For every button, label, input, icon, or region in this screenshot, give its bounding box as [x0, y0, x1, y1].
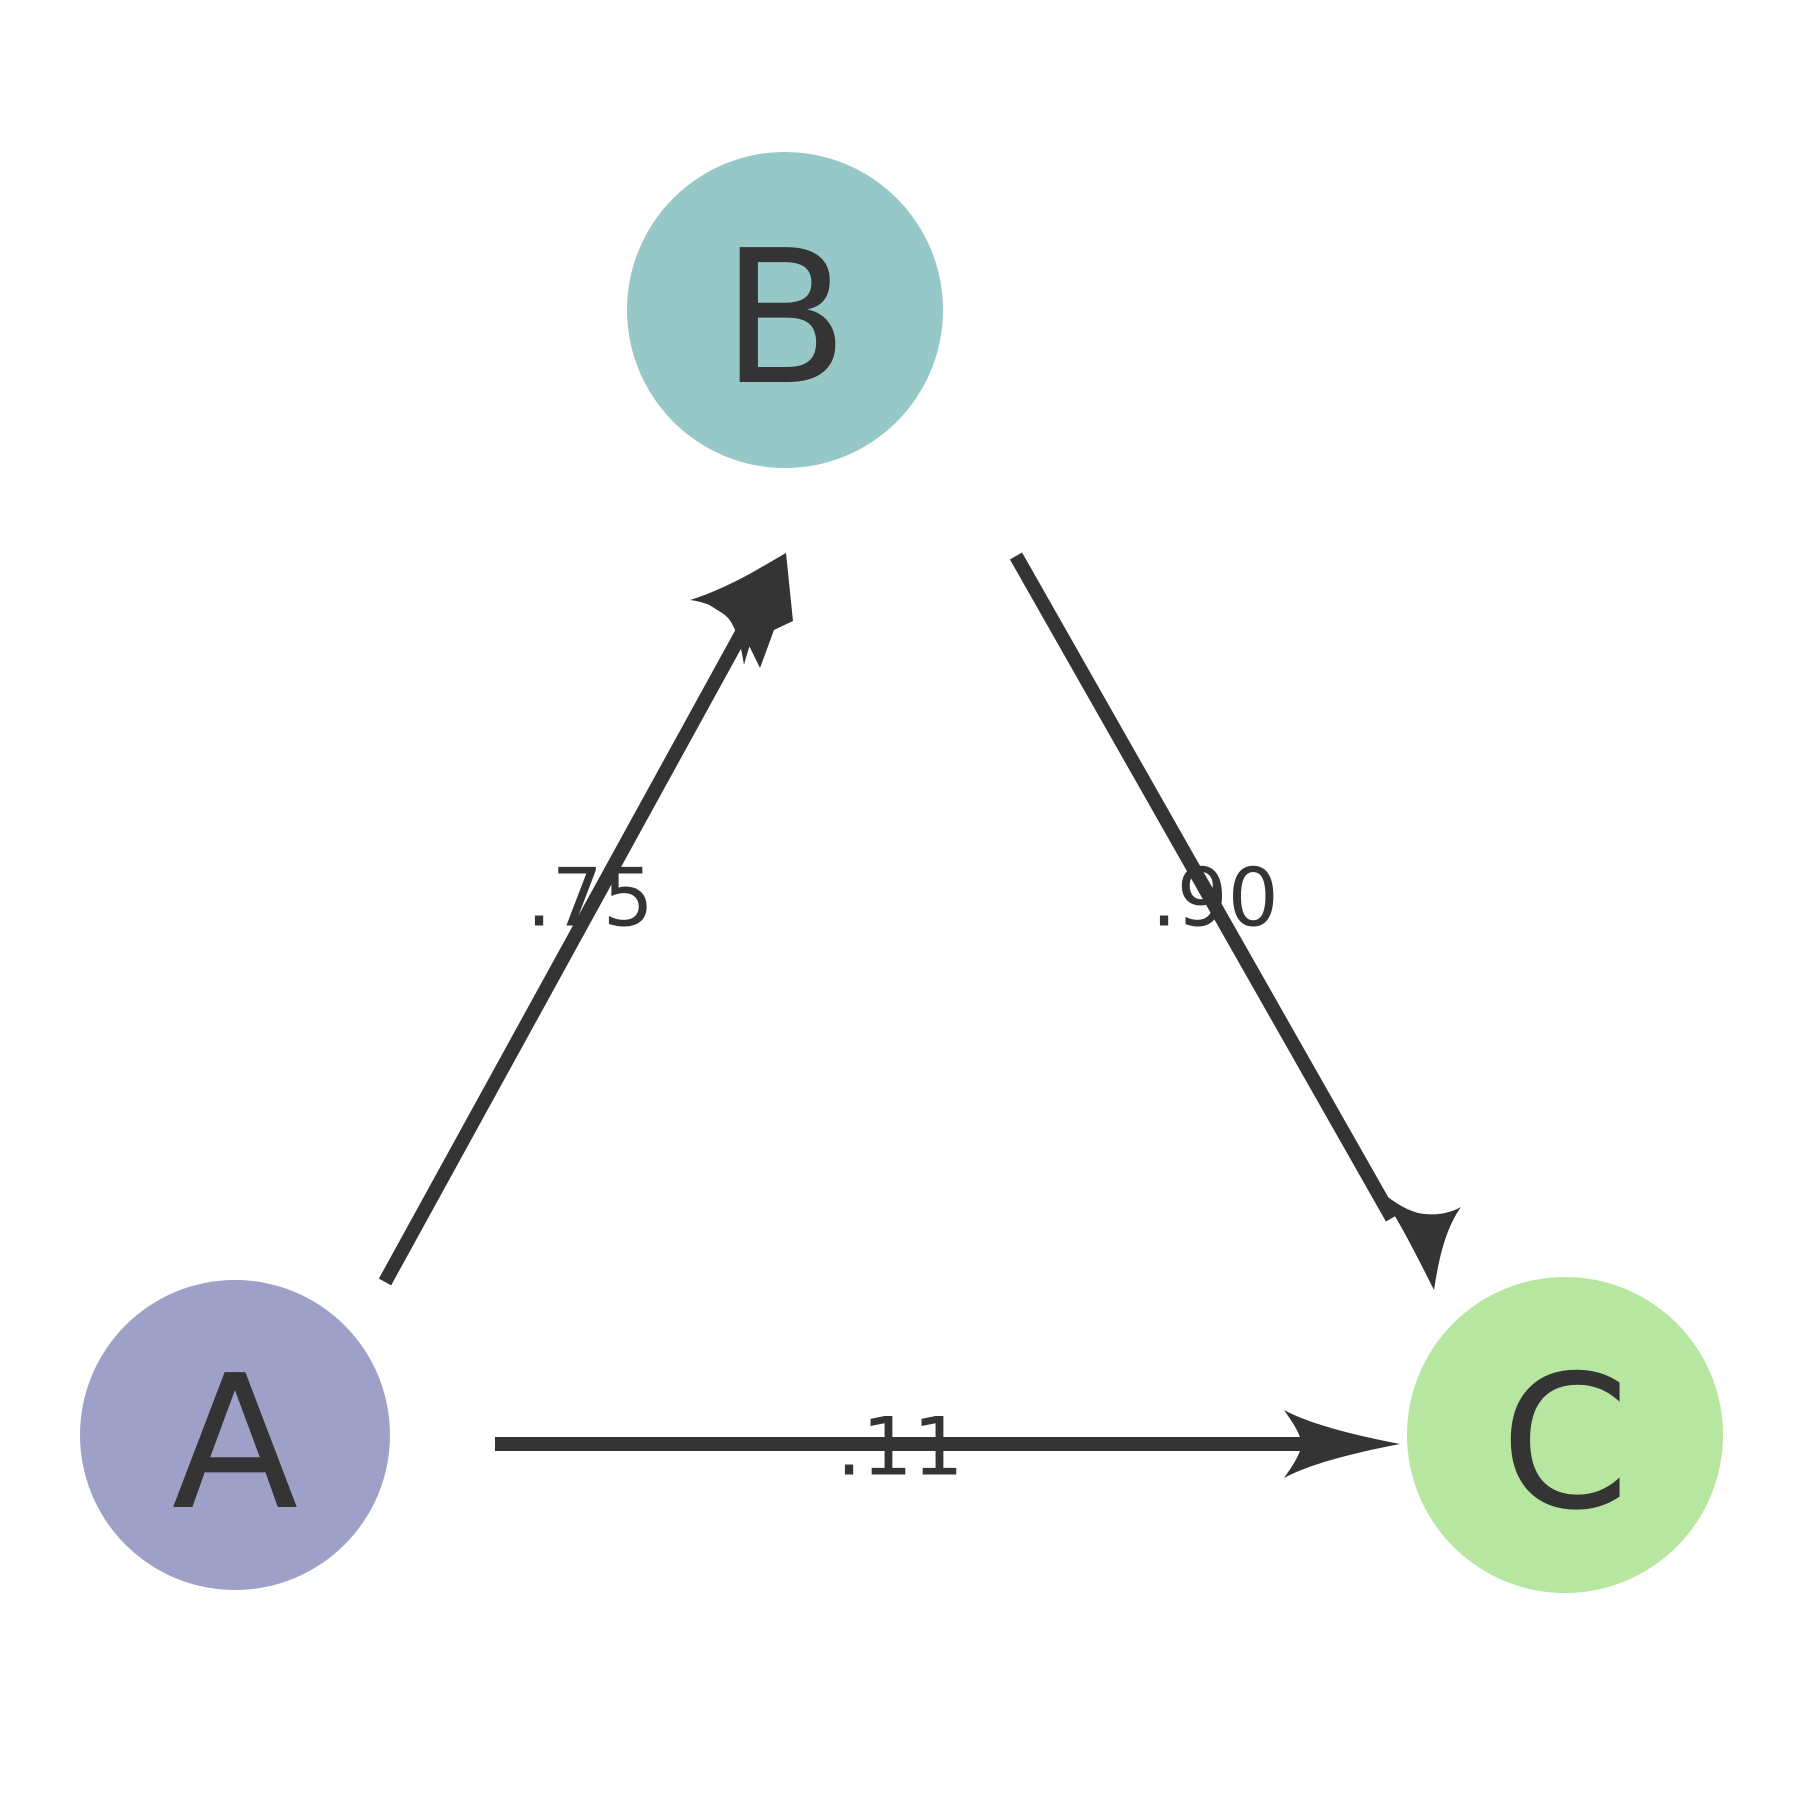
- node-c[interactable]: C: [1407, 1277, 1723, 1593]
- edge-labels-layer: .75 .90 .11: [526, 852, 1278, 1494]
- node-a-label: A: [172, 1335, 299, 1551]
- node-b-label: B: [722, 210, 849, 426]
- node-a[interactable]: A: [80, 1280, 390, 1590]
- edge-label-a-b: .75: [526, 852, 653, 945]
- edge-b-to-c-arrowhead: [1376, 1187, 1461, 1290]
- edges-layer: [378, 552, 1461, 1478]
- node-a-circle[interactable]: [80, 1280, 390, 1590]
- edge-a-to-b-line[interactable]: [378, 623, 752, 1286]
- edge-a-to-b-arrowhead-barb: [690, 553, 786, 665]
- edge-a-to-c-arrowhead: [1284, 1410, 1400, 1478]
- node-b-circle[interactable]: [627, 152, 943, 468]
- edge-label-b-c: .90: [1151, 852, 1278, 945]
- node-b[interactable]: B: [627, 152, 943, 468]
- edge-a-to-b[interactable]: [378, 553, 793, 1286]
- node-c-circle[interactable]: [1407, 1277, 1723, 1593]
- edge-label-a-c: .11: [836, 1401, 963, 1494]
- edge-a-to-c[interactable]: [495, 1410, 1400, 1478]
- node-c-label: C: [1500, 1335, 1629, 1551]
- nodes-layer: A B C: [80, 152, 1723, 1593]
- edge-b-to-c-line[interactable]: [1009, 552, 1399, 1222]
- edge-b-to-c[interactable]: [1009, 552, 1461, 1290]
